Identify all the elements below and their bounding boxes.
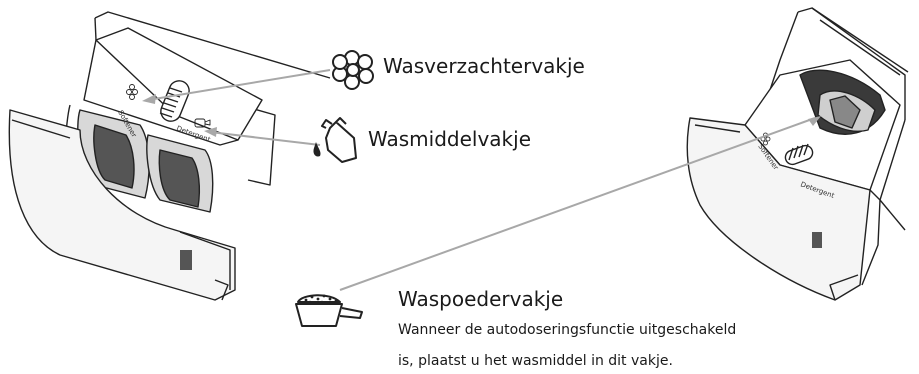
right-vent-grille <box>784 143 814 166</box>
softener-compartment-label: Wasverzachtervakje <box>383 54 585 78</box>
flower-icon <box>332 50 374 90</box>
detergent-compartment-label: Wasmiddelvakje <box>368 127 531 151</box>
powder-scoop-icon <box>295 294 363 327</box>
leader-arrowheads <box>142 94 821 137</box>
left-dispenser-drawer <box>8 11 331 301</box>
powder-note-line-1: Wanneer de autodoseringsfunctie uitgesch… <box>398 322 737 338</box>
powder-compartment-label: Waspoedervakje <box>398 287 564 311</box>
left-detergent-bottle-mark <box>194 118 211 128</box>
right-dispenser-drawer <box>686 7 909 301</box>
powder-note-line-2: is, plaatst u het wasmiddel in dit vakje… <box>398 353 673 369</box>
left-softener-flower-mark <box>126 84 138 100</box>
detergent-bottle-icon <box>313 117 357 163</box>
leader-lines <box>147 69 816 291</box>
